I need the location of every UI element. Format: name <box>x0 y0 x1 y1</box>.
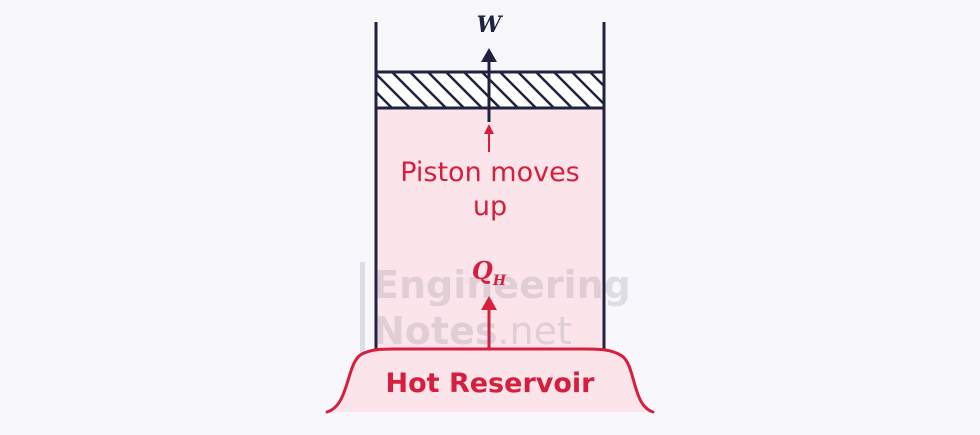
heat-label-subscript: H <box>492 272 507 289</box>
piston <box>374 70 606 110</box>
hot-reservoir-shape <box>325 347 655 414</box>
piston-motion-arrow <box>484 124 494 152</box>
heat-label-main: Q <box>471 256 493 285</box>
watermark: Engineering Notes.net <box>360 262 631 354</box>
hot-reservoir-label: Hot Reservoir <box>385 368 595 399</box>
work-arrow <box>481 48 497 122</box>
work-label: W <box>476 12 502 38</box>
heat-label: QH <box>466 256 512 289</box>
watermark-line2-bold: Notes <box>373 309 498 353</box>
piston-moves-label: Piston moves up <box>380 156 600 224</box>
watermark-line2-light: .net <box>497 309 572 353</box>
watermark-line1: Engineering <box>373 263 631 307</box>
piston-label-line1: Piston moves <box>400 157 580 188</box>
piston-label-line2: up <box>472 191 508 222</box>
watermark-line2: Notes.net <box>373 308 631 354</box>
